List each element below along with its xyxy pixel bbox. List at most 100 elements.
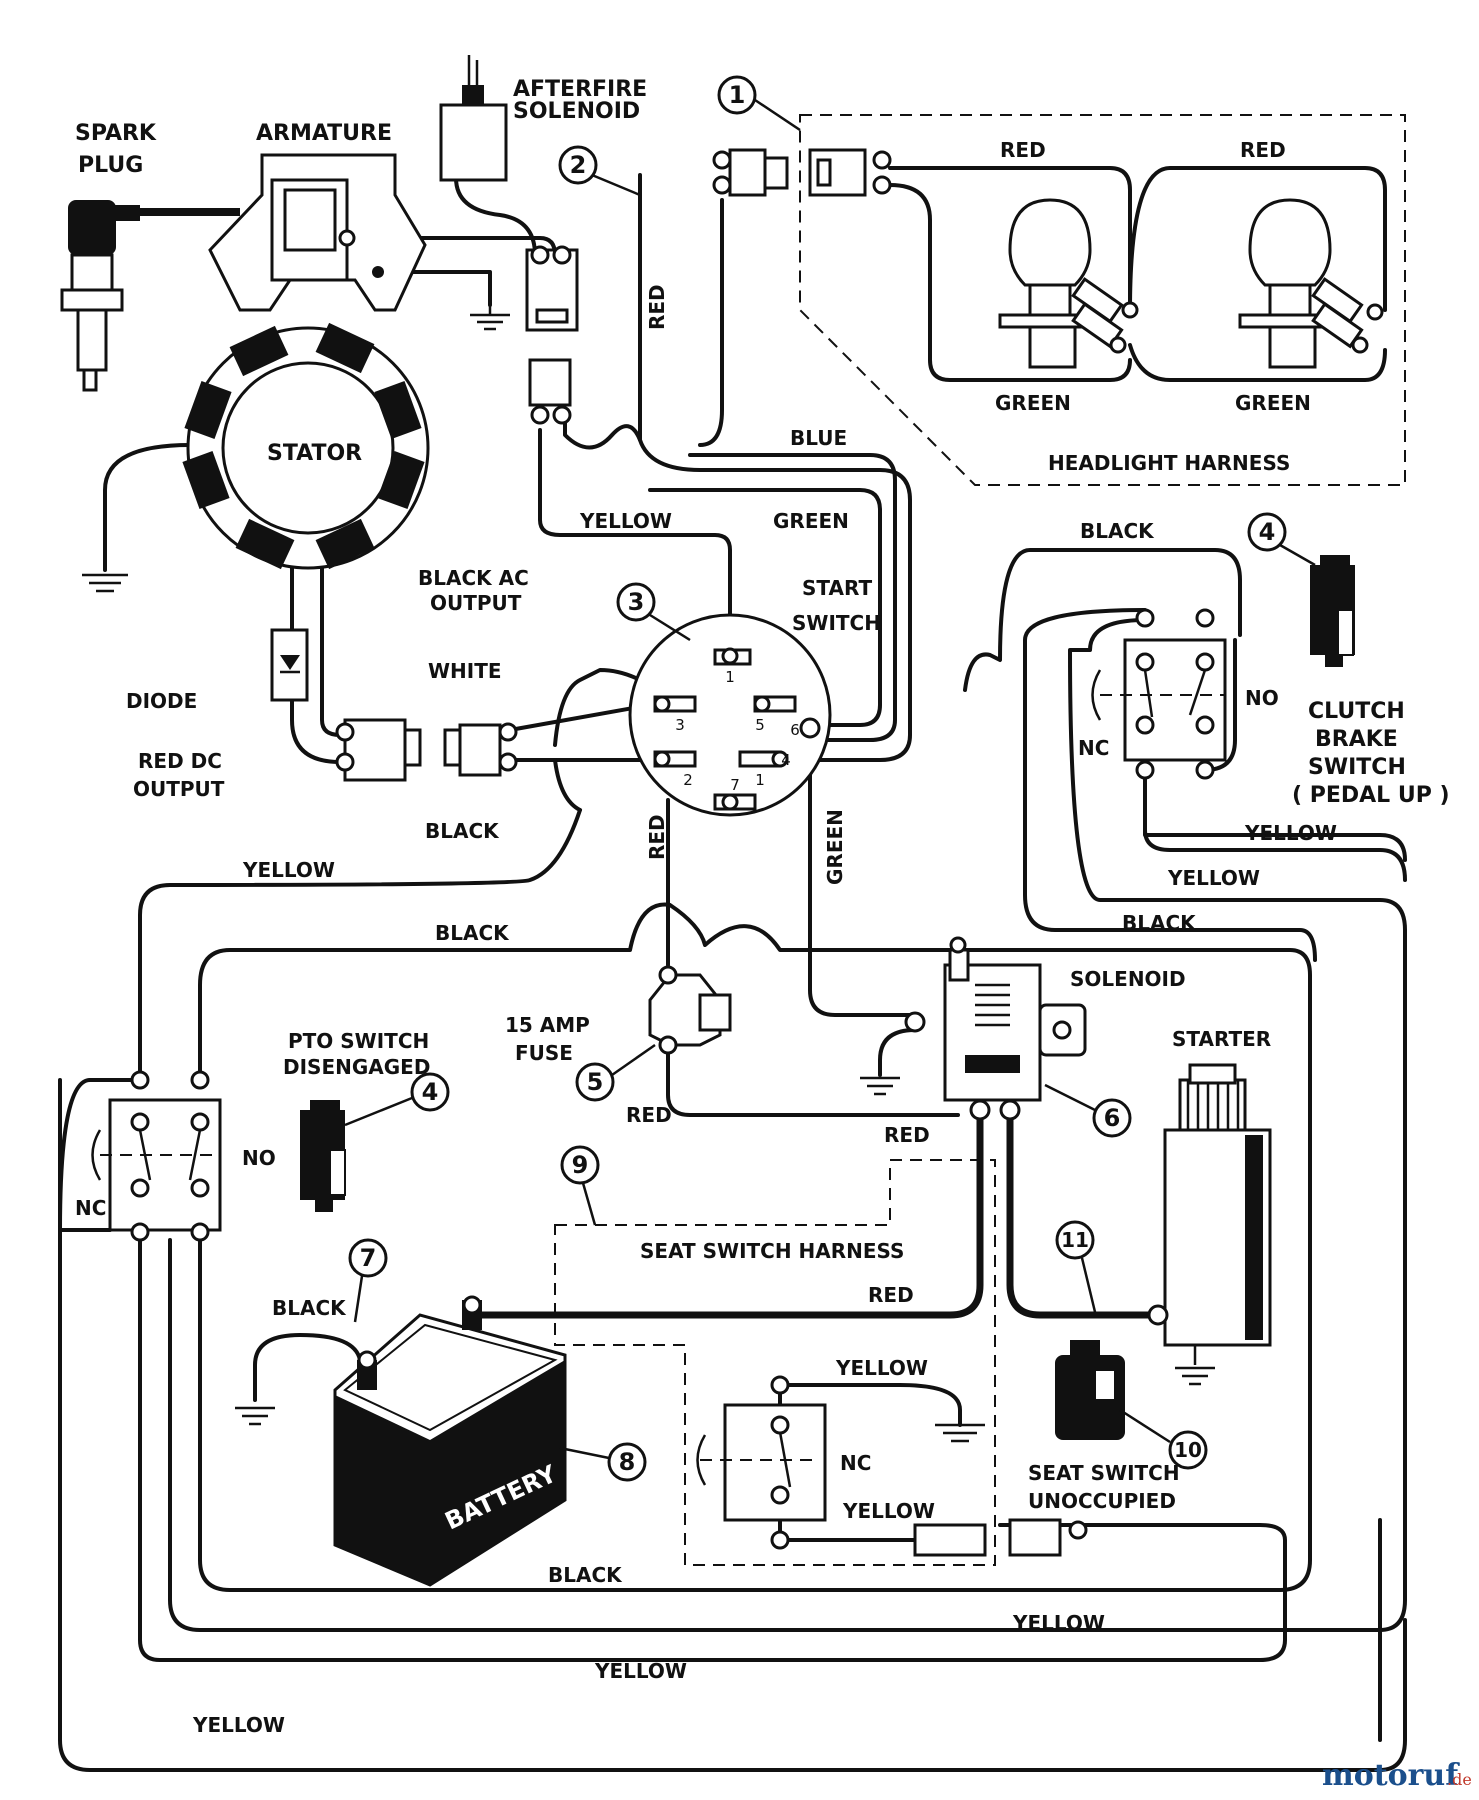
starter-label: STARTER xyxy=(1172,1027,1271,1051)
wire-label: BLACK xyxy=(1080,519,1155,543)
armature-icon xyxy=(208,153,427,312)
wire-labels: RED RED GREEN GREEN RED BLUE GREEN YELLO… xyxy=(192,138,1337,1737)
switch-pins: 1 3 5 6 2 7 1 4 xyxy=(675,668,800,794)
wire-label: RED xyxy=(645,284,669,330)
wire-label: YELLOW xyxy=(1244,821,1337,845)
stator-label: STATOR xyxy=(267,441,362,466)
starter-motor-icon xyxy=(1147,1063,1272,1347)
pin-label: 7 xyxy=(730,776,740,794)
clutch-switch-icon xyxy=(1310,555,1355,667)
wire-label: BLUE xyxy=(790,426,847,450)
wire-label: BLACK xyxy=(272,1296,347,1320)
pto-switch-icon xyxy=(300,1100,346,1212)
wire-label: YELLOW xyxy=(594,1659,687,1683)
starter-solenoid-icon xyxy=(904,936,1087,1121)
switch-state: NC xyxy=(75,1196,106,1220)
callouts: 1 2 3 4 4 5 6 7 8 9 10 11 xyxy=(344,75,1316,1482)
switch-state: NC xyxy=(1078,736,1109,760)
watermark-main: motoruf xyxy=(1322,1758,1460,1793)
pin-label: 5 xyxy=(755,716,765,734)
seat-switch-icon xyxy=(1055,1340,1125,1440)
afterfire-label: AFTERFIRE xyxy=(513,77,647,102)
wire-label: RED xyxy=(884,1123,930,1147)
pto-label: PTO SWITCH xyxy=(288,1029,429,1053)
starter-ground-icon xyxy=(1175,1345,1215,1386)
clutch-label: ( PEDAL UP ) xyxy=(1292,783,1450,808)
stator-output-connector xyxy=(335,718,518,782)
headlight-bulb-icon xyxy=(1238,198,1384,369)
red-dc-label: OUTPUT xyxy=(133,777,225,801)
clutch-label: SWITCH xyxy=(1308,755,1406,780)
battery-icon: BATTERY xyxy=(333,1295,567,1587)
afterfire-solenoid-icon xyxy=(439,55,508,182)
solenoid-label: SOLENOID xyxy=(1070,967,1186,991)
wire-label: RED xyxy=(1240,138,1286,162)
wire-label: BLACK xyxy=(1122,911,1197,935)
callout-8: 8 xyxy=(619,1448,636,1476)
wire-label: RED xyxy=(626,1103,672,1127)
seat-unoccupied-label: SEAT SWITCH xyxy=(1028,1461,1180,1485)
wire-label: YELLOW xyxy=(842,1499,935,1523)
pto-label: DISENGAGED xyxy=(283,1055,430,1079)
solenoid-ground-icon xyxy=(860,1076,900,1096)
wire-label: BLACK xyxy=(435,921,510,945)
stator-ground-icon xyxy=(82,573,128,593)
pin-label: 1 xyxy=(755,771,765,789)
wire-label: RED xyxy=(1000,138,1046,162)
clutch-brake-switch xyxy=(1091,608,1227,780)
wire-label: GREEN xyxy=(995,391,1071,415)
armature-label: ARMATURE xyxy=(256,121,392,146)
clutch-label: BRAKE xyxy=(1315,727,1398,752)
red-dc-label: RED DC xyxy=(138,749,222,773)
black-ac-label: OUTPUT xyxy=(430,591,522,615)
seat-unoccupied-label: UNOCCUPIED xyxy=(1028,1489,1176,1513)
wire-label: YELLOW xyxy=(192,1713,285,1737)
callout-9: 9 xyxy=(572,1151,589,1179)
diode-icon xyxy=(270,628,309,702)
callout-10: 10 xyxy=(1174,1438,1202,1462)
fuse-icon xyxy=(648,965,732,1055)
pin-label: 3 xyxy=(675,716,685,734)
headlight-bulb-icon xyxy=(998,198,1139,369)
diode-label: DIODE xyxy=(126,689,197,713)
spark-plug-icon xyxy=(60,200,240,392)
stator-icon xyxy=(182,322,430,570)
spark-plug-label: PLUG xyxy=(78,153,143,178)
callout-7: 7 xyxy=(360,1244,377,1272)
spark-plug-label: SPARK xyxy=(75,121,157,146)
afterfire-label: SOLENOID xyxy=(513,99,640,124)
seat-switch xyxy=(696,1375,1088,1557)
ground-icon xyxy=(470,305,510,331)
white-wire-label: WHITE xyxy=(428,659,502,683)
component-labels: SPARK PLUG ARMATURE AFTERFIRE SOLENOID S… xyxy=(75,77,1450,1513)
wire-label: YELLOW xyxy=(1167,866,1260,890)
wire-label: YELLOW xyxy=(242,858,335,882)
wire-label: RED xyxy=(645,814,669,860)
callout-1: 1 xyxy=(729,81,746,109)
watermark-suffix: .de xyxy=(1447,1770,1472,1789)
wire-label: YELLOW xyxy=(1012,1611,1105,1635)
start-switch[interactable] xyxy=(628,613,832,817)
pin-label: 2 xyxy=(683,771,693,789)
callout-4-pto: 4 xyxy=(422,1078,439,1106)
pto-switch xyxy=(91,1070,222,1242)
start-switch-label: SWITCH xyxy=(792,611,881,635)
pin-label: 6 xyxy=(790,721,800,739)
black-wire-label: BLACK xyxy=(425,819,500,843)
wire-label: YELLOW xyxy=(835,1356,928,1380)
switch-state: NO xyxy=(242,1146,276,1170)
wire-label: GREEN xyxy=(773,509,849,533)
watermark: motoruf .de xyxy=(1322,1758,1472,1793)
wire-label: GREEN xyxy=(1235,391,1311,415)
wire-label: YELLOW xyxy=(579,509,672,533)
callout-3: 3 xyxy=(628,588,645,616)
switch-state: NC xyxy=(840,1451,871,1475)
harness-outlines xyxy=(554,114,1406,1566)
fuse-label: FUSE xyxy=(515,1041,573,1065)
callout-6: 6 xyxy=(1104,1104,1121,1132)
headlight-connector xyxy=(712,148,892,197)
callout-2: 2 xyxy=(570,151,587,179)
battery-ground-icon xyxy=(235,1406,275,1426)
switch-state: NO xyxy=(1245,686,1279,710)
